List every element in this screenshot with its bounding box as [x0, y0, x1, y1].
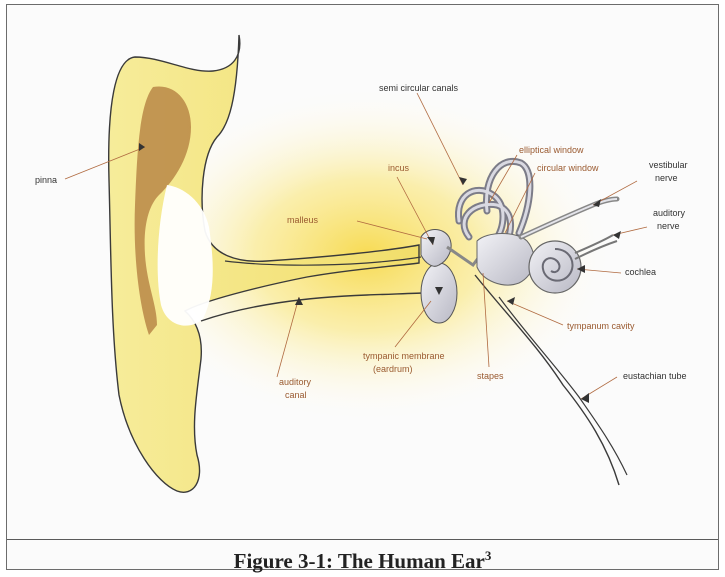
label-elliptical-window: elliptical window [519, 145, 584, 155]
label-auditory-canal-line1: auditory [279, 377, 312, 387]
caption-box: Figure 3-1: The Human Ear3 [7, 540, 718, 570]
label-tympanic-membrane-line1: tympanic membrane [363, 351, 445, 361]
label-tympanic-membrane-line2: (eardrum) [373, 364, 413, 374]
label-semi-circular-canals: semi circular canals [379, 83, 459, 93]
label-eustachian-tube: eustachian tube [623, 371, 687, 381]
label-auditory-canal-line2: canal [285, 390, 307, 400]
label-vestibular-nerve-line1: vestibular [649, 160, 688, 170]
label-circular-window: circular window [537, 163, 599, 173]
label-pinna: pinna [35, 175, 57, 185]
label-stapes: stapes [477, 371, 504, 381]
ear-diagram-panel: pinna semi circular canals incus ellipti… [7, 5, 718, 540]
caption-footnote: 3 [485, 548, 492, 563]
label-tympanum-cavity: tympanum cavity [567, 321, 635, 331]
label-auditory-nerve-line2: nerve [657, 221, 680, 231]
label-malleus: malleus [287, 215, 319, 225]
label-vestibular-nerve-line2: nerve [655, 173, 678, 183]
vestibule-shape [477, 234, 534, 286]
figure-caption: Figure 3-1: The Human Ear3 [234, 549, 492, 573]
label-incus: incus [388, 163, 410, 173]
label-auditory-nerve-line1: auditory [653, 208, 686, 218]
figure-frame: pinna semi circular canals incus ellipti… [6, 4, 719, 570]
caption-text: Figure 3-1: The Human Ear [234, 549, 485, 573]
label-cochlea: cochlea [625, 267, 656, 277]
ear-diagram: pinna semi circular canals incus ellipti… [7, 5, 718, 539]
cochlea-shape [529, 241, 581, 293]
